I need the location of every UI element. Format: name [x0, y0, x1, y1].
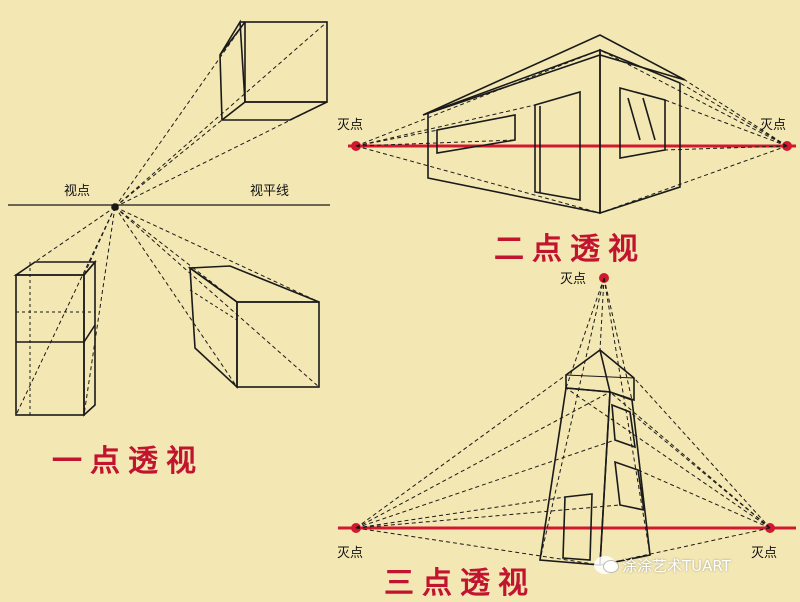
- one-point-title: 一点透视: [52, 444, 204, 479]
- one-point-cube-top: [219, 19, 328, 121]
- two-point-perspective: [348, 34, 796, 215]
- tower-left-face: [539, 387, 611, 566]
- three-point-vanishing-right-label: 灭点: [751, 546, 778, 561]
- three-point-title: 三点透视: [384, 566, 536, 601]
- three-point-vanishing-top-label: 灭点: [560, 272, 587, 287]
- watermark-text: 涂涂艺术TUART: [622, 556, 731, 575]
- two-point-vanishing-right-label: 灭点: [760, 118, 787, 133]
- tower-window-lower: [614, 460, 645, 512]
- house-right-wall: [599, 48, 681, 215]
- view-point-label: 视点: [64, 184, 91, 199]
- three-point-perspective: [338, 273, 796, 566]
- three-point-projection-lines: [355, 277, 771, 566]
- two-point-title: 二点透视: [494, 232, 646, 267]
- horizon-line-label: 视平线: [250, 184, 290, 199]
- wechat-logo-icon: [594, 556, 619, 574]
- house-roof: [422, 34, 686, 116]
- three-point-vanishing-left-label: 灭点: [337, 546, 364, 561]
- two-point-vanishing-left-label: 灭点: [337, 118, 364, 133]
- one-point-box-right: [187, 265, 320, 389]
- one-point-box-left: [13, 259, 97, 417]
- tower-right-face: [599, 390, 651, 566]
- one-point-projection-lines: [15, 21, 328, 416]
- one-point-perspective: [8, 19, 330, 417]
- tower-window-upper: [611, 403, 636, 449]
- watermark: 涂涂艺术TUART: [594, 553, 731, 577]
- tower-door: [562, 493, 593, 561]
- house-door: [534, 90, 581, 201]
- two-point-projection-lines: [355, 49, 788, 214]
